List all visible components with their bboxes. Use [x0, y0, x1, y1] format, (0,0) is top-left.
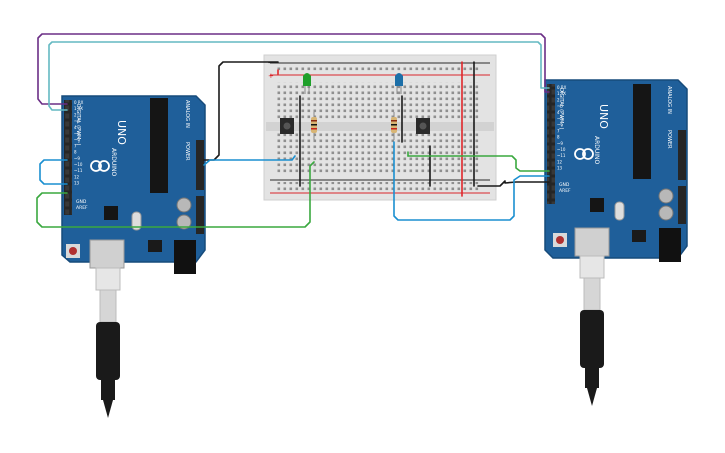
left-aref-label: AREF: [76, 205, 88, 211]
left-pin-label: ~9: [74, 156, 80, 161]
left-arduino-logo: [90, 160, 110, 172]
wire-black-right-gnd[interactable]: [477, 180, 550, 187]
left-usb-port[interactable]: [89, 239, 125, 269]
green-led[interactable]: [303, 73, 311, 94]
left-pin-label: 2: [74, 112, 77, 117]
resistor-right[interactable]: [391, 112, 397, 140]
right-smd-chip: [590, 198, 604, 212]
right-usb-port[interactable]: [574, 227, 610, 257]
right-pin-label: 8: [557, 135, 560, 140]
right-uno-text: UNO: [597, 104, 610, 129]
left-crystal: [131, 211, 142, 231]
right-pin-label: 2: [557, 97, 560, 102]
right-gnd-label: GND: [559, 182, 570, 188]
right-pin-label: ~6: [557, 122, 563, 127]
left-smd-chip: [104, 206, 118, 220]
rail-minus-label: -: [268, 59, 271, 67]
left-pin-label: ~3: [74, 119, 80, 124]
wire-cyan[interactable]: [48, 41, 550, 111]
left-uno-text: UNO: [115, 120, 128, 145]
right-pin-label: ~3: [557, 104, 563, 109]
pushbutton-right[interactable]: [416, 118, 430, 134]
left-pin-label: 1 TX: [74, 106, 83, 111]
right-capacitor-2: [658, 205, 674, 221]
right-pin-label: 7: [557, 128, 560, 133]
right-arduino-board[interactable]: UNO ARDUINO DIGITAL (PWM~) ANALOG IN POW…: [544, 79, 688, 262]
left-analog-header[interactable]: [196, 196, 204, 234]
breadboard[interactable]: + -: [263, 54, 497, 201]
right-analog-header[interactable]: [678, 186, 686, 224]
left-pin-label: ~5: [74, 131, 80, 136]
left-pin-label: 13: [74, 181, 80, 186]
usb-cable-right[interactable]: [579, 255, 605, 406]
left-power-jack: [174, 240, 196, 274]
left-pin-label: ~11: [74, 168, 83, 173]
left-pin-label: 0 RX: [74, 100, 84, 105]
left-pin-label: 4: [74, 125, 77, 130]
pushbutton-left[interactable]: [280, 118, 294, 134]
wire-blue-left[interactable]: [39, 159, 68, 185]
left-atmega-chip: [150, 98, 168, 193]
right-capacitor-1: [658, 188, 674, 204]
right-pin-label: 12: [557, 159, 563, 164]
right-pin-label: ~11: [557, 153, 566, 158]
left-arduino-board[interactable]: UNO ARDUINO DIGITAL (PWM~) ANALOG IN POW…: [61, 95, 206, 274]
left-regulator: [148, 240, 162, 252]
wire-blue-right[interactable]: [393, 141, 550, 221]
right-pin-label: 4: [557, 110, 560, 115]
right-pin-label: 0 RX: [557, 85, 567, 90]
right-pin-label: ~5: [557, 116, 563, 121]
left-brand-text: ARDUINO: [110, 148, 117, 177]
left-pin-label: ~6: [74, 137, 80, 142]
left-power-header[interactable]: [196, 140, 204, 190]
left-pin-label: 7: [74, 143, 77, 148]
wire-green-left[interactable]: [36, 161, 315, 228]
left-pin-label: ~10: [74, 162, 83, 167]
right-regulator: [632, 230, 646, 242]
right-analog-label: ANALOG IN: [666, 86, 672, 114]
left-pin-label: 12: [74, 174, 80, 179]
right-pin-label: ~9: [557, 141, 563, 146]
right-arduino-logo: [574, 148, 594, 160]
left-analog-label: ANALOG IN: [184, 100, 190, 128]
wire-purple[interactable]: [37, 33, 550, 105]
right-pin-label: 13: [557, 166, 563, 171]
resistor-left[interactable]: [311, 112, 317, 140]
left-capacitor-1: [176, 197, 192, 213]
left-power-label: POWER: [184, 142, 190, 161]
right-brand-text: ARDUINO: [593, 136, 600, 165]
right-atmega-chip: [633, 84, 651, 179]
left-digital-label: DIGITAL (PWM~): [75, 104, 81, 146]
rail-plus-label: +: [268, 72, 274, 80]
right-power-header[interactable]: [678, 130, 686, 180]
left-pin-label: 8: [74, 150, 77, 155]
right-pin-label: 1 TX: [557, 91, 566, 96]
right-power-jack: [659, 228, 681, 262]
right-power-label: POWER: [666, 130, 672, 149]
wire-blue-left-bb[interactable]: [203, 155, 296, 166]
right-digital-label: DIGITAL (PWM~): [558, 88, 564, 130]
right-aref-label: AREF: [559, 188, 571, 194]
wire-green-right[interactable]: [407, 155, 550, 172]
left-gnd-label: GND: [76, 199, 87, 205]
right-pin-label: ~10: [557, 147, 566, 152]
left-capacitor-2: [176, 214, 192, 230]
blue-led[interactable]: [395, 73, 403, 94]
right-crystal: [614, 201, 625, 221]
usb-cable-left[interactable]: [95, 267, 121, 418]
